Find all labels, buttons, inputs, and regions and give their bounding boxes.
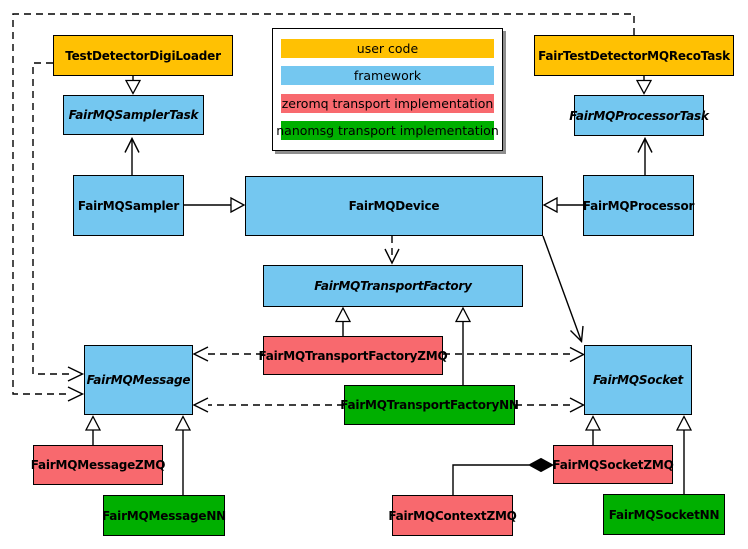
node-fairmqmessagenn: FairMQMessageNN (102, 495, 226, 536)
node-fairmqsocketnn: FairMQSocketNN (603, 494, 725, 535)
edge-composition-contextzmq-socketzmq (452, 457, 555, 495)
node-fairmqprocessortask: FairMQProcessorTask (569, 95, 709, 136)
legend-item-nanomsg: nanomsg transport implementation (276, 120, 499, 140)
edge-dependency-fairmqdevice-fairmqtransportfactory (384, 236, 400, 265)
edge-inheritance-testdetectordigiloader-fairmqsamplertask (124, 75, 142, 95)
edge-dependency-factoryzmq-fairmqmessage (192, 346, 263, 362)
node-fairmqsamplertask: FairMQSamplerTask (63, 95, 204, 135)
node-fairmqmessagezmq: FairMQMessageZMQ (31, 445, 166, 485)
edge-inheritance-fairmqsampler-fairmqsamplertask (124, 136, 140, 175)
node-fairmqcontextzmq: FairMQContextZMQ (388, 495, 517, 536)
edge-inheritance-fairmqsampler-fairmqdevice (184, 196, 246, 214)
node-fairmqtransportfactory: FairMQTransportFactory (263, 265, 523, 307)
edge-inheritance-messagenn-fairmqmessage (174, 415, 192, 495)
node-fairtestdetectormqrecotask: FairTestDetectorMQRecoTask (534, 35, 734, 76)
edge-dependency-factorynn-fairmqmessage (192, 397, 344, 413)
node-fairmqsampler: FairMQSampler (73, 175, 184, 236)
edge-association-fairmqdevice-fairmqsocket (542, 235, 584, 344)
edge-inheritance-fairmqprocessor-fairmqdevice (542, 196, 583, 214)
node-fairmqtransportfactoryzmq: FairMQTransportFactoryZMQ (258, 336, 448, 375)
edge-inheritance-factoryzmq-transportfactory (334, 306, 352, 336)
edge-inheritance-factorynn-transportfactory (454, 306, 472, 385)
edge-inheritance-socketnn-fairmqsocket (675, 415, 693, 494)
edge-dependency-factorynn-fairmqsocket (515, 397, 586, 413)
edge-inheritance-socketzmq-fairmqsocket (584, 415, 602, 445)
node-fairmqdevice: FairMQDevice (245, 176, 543, 236)
node-testdetectordigiloader: TestDetectorDigiLoader (53, 35, 233, 76)
node-fairmqsocketzmq: FairMQSocketZMQ (552, 445, 674, 484)
legend: user code framework zeromq transport imp… (272, 28, 503, 151)
legend-item-user-code: user code (281, 39, 494, 59)
edge-inheritance-fairtestdetectormqrecotask-fairmqprocessortask (635, 75, 653, 95)
legend-item-framework: framework (281, 66, 494, 86)
legend-item-zeromq: zeromq transport implementation (281, 93, 494, 113)
edge-dependency-factoryzmq-fairmqsocket (443, 346, 586, 363)
edge-inheritance-messagezmq-fairmqmessage (84, 415, 102, 445)
node-fairmqtransportfactorynn: FairMQTransportFactoryNN (340, 385, 519, 425)
node-fairmqsocket: FairMQSocket (584, 345, 692, 415)
node-fairmqmessage: FairMQMessage (84, 345, 193, 415)
edge-inheritance-fairmqprocessor-fairmqprocessortask (637, 136, 653, 175)
node-fairmqprocessor: FairMQProcessor (583, 175, 694, 236)
